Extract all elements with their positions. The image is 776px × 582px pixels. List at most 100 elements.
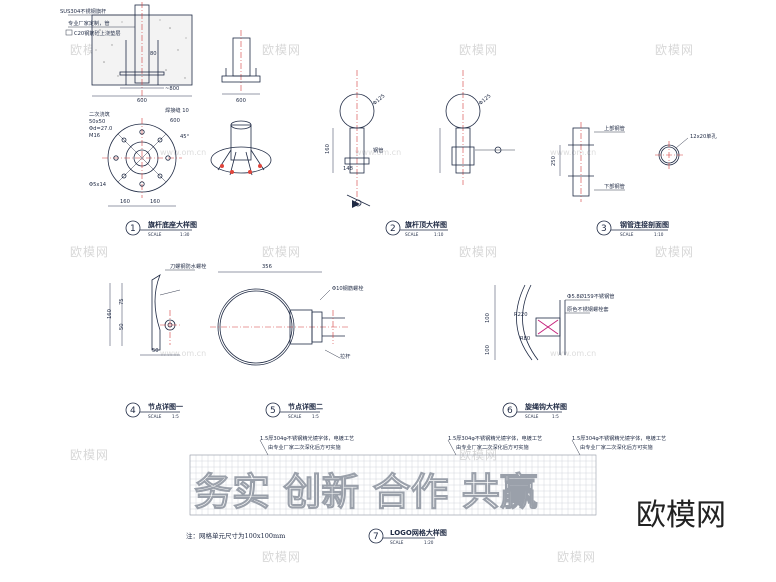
watermark-url: www.om.cn <box>160 148 206 157</box>
watermark: 欧模网 <box>459 245 498 259</box>
scale-value: 1:5 <box>172 414 179 419</box>
note-label: 由专业厂家二次深化后方可实施 <box>456 443 529 451</box>
watermark: 欧模网 <box>70 245 109 259</box>
detail-number: 1 <box>130 224 136 234</box>
title-block-1: 1 旗杆底座大样图 SCALE 1:30 <box>125 220 197 237</box>
scale-label: SCALE <box>405 232 419 237</box>
detail-title: 钢管连接剖面图 <box>620 220 669 229</box>
watermark: 欧模网 <box>557 550 596 564</box>
watermark-layer: 欧模网 欧模网 欧模网 欧模网 欧模网 欧模网 欧模网 欧模网 欧模网 欧模网 … <box>70 43 694 564</box>
detail-title: 旗杆底座大样图 <box>148 220 197 229</box>
dim-label: 250 <box>551 156 557 166</box>
watermark-url: www.om.cn <box>550 349 596 358</box>
note-label: 拉杆 <box>340 352 350 360</box>
dim-label: 148 <box>343 166 353 172</box>
detail-number: 6 <box>507 406 513 416</box>
scale-value: 1:5 <box>312 414 319 419</box>
dim-label: 160 <box>120 199 130 205</box>
note-label: Ф5.8Ø159不锈钢管 <box>567 292 614 300</box>
note-label: Φ125 <box>478 93 493 107</box>
detail-2-pole-top: 160 Φ125 钢管 148 Φ125 <box>325 70 515 208</box>
watermark: 欧模网 <box>459 43 498 57</box>
dim-label: 160 <box>107 309 113 319</box>
dim-label: 75 <box>119 298 125 305</box>
scale-value: 1:20 <box>424 540 434 545</box>
dim-label: 45° <box>180 134 190 140</box>
note-label: 专业厂家定制，管 <box>68 19 110 27</box>
scale-value: 1:30 <box>180 232 190 237</box>
dim-label: 50 <box>119 323 125 330</box>
note-label: 上部钢管 <box>604 124 625 132</box>
detail-3-pipe-connection: 250 上部钢管 下部钢管 12x20单孔 <box>551 122 717 202</box>
note-label: 原色不锈钢螺栓套 <box>567 305 609 313</box>
title-block-5: 5 节点详图二 SCALE 1:5 <box>265 402 323 419</box>
note-label: 二次浇筑 <box>89 110 111 118</box>
note-label: C20钢筋砼上浇垫层 <box>74 29 121 37</box>
detail-number: 4 <box>130 406 136 416</box>
dim-label: 160 <box>325 144 331 154</box>
logo-slogan: 务实 创新 合作 共赢 <box>194 470 538 514</box>
dim-label: R220 <box>514 312 528 318</box>
note-label: 1.5厚304φ不锈钢精光镜字体，电镀工艺 <box>448 434 542 442</box>
note-label: 刀螺钢防水螺栓 <box>170 262 207 270</box>
dim-label: 600 <box>170 118 180 124</box>
detail-1-flagpole-base: 600 ~800 焊接缝 10 SUS304不锈钢旗杆 专业厂家定制，管 C20… <box>60 2 272 207</box>
dim-label: 600 <box>137 98 147 104</box>
dim-label: 100 <box>485 345 491 355</box>
title-block-3: 3 钢管连接剖面图 SCALE 1:10 <box>596 220 669 237</box>
scale-label: SCALE <box>525 414 539 419</box>
dim-label: 600 <box>236 98 246 104</box>
dim-label: R80 <box>520 336 530 342</box>
note-label: 由专业厂家二次深化后方可实施 <box>580 443 653 451</box>
title-block-4: 4 节点详图一 SCALE 1:5 <box>125 402 183 419</box>
scale-label: SCALE <box>620 232 634 237</box>
scale-value: 1:10 <box>434 232 444 237</box>
detail-6-rope-hook: 100 100 R220 R80 Ф5.8Ø159不锈钢管 原色不锈钢螺栓套 <box>485 284 614 361</box>
dim-label: 50 <box>152 348 159 354</box>
watermark: 欧模网 <box>262 245 301 259</box>
dim-label: ~800 <box>165 86 179 92</box>
scale-label: SCALE <box>148 232 162 237</box>
detail-title: 旗杆顶大样图 <box>405 220 447 229</box>
note-label: Φd=27.0 <box>89 126 112 132</box>
watermark: 欧模网 <box>70 448 109 462</box>
title-block-6: 6 旋绳钩大样图 SCALE 1:5 <box>502 402 567 419</box>
detail-number: 5 <box>270 406 276 416</box>
detail-4-node-one: 刀螺钢防水螺栓 160 75 50 50 <box>107 262 207 356</box>
detail-number: 3 <box>601 224 607 234</box>
detail-title: 旋绳钩大样图 <box>524 402 567 411</box>
note-label: 50x50 <box>89 119 105 125</box>
detail-title: 节点详图一 <box>148 402 183 411</box>
watermark: 欧模网 <box>655 245 694 259</box>
scale-label: SCALE <box>148 414 162 419</box>
detail-title: LOGO网格大样图 <box>390 528 447 537</box>
scale-value: 1:10 <box>654 232 664 237</box>
scale-label: SCALE <box>390 540 404 545</box>
note-label: SUS304不锈钢旗杆 <box>60 7 106 15</box>
detail-title: 节点详图二 <box>288 402 323 411</box>
dim-label: 160 <box>150 199 160 205</box>
grid-note: 注：网格单元尺寸为100x100mm <box>186 531 285 540</box>
watermark: 欧模网 <box>262 550 301 564</box>
title-block-7: 7 LOGO网格大样图 SCALE 1:20 <box>368 528 447 545</box>
dim-label: 356 <box>262 264 272 270</box>
note-label: Φ125 <box>372 93 387 107</box>
note-label: Φ5x14 <box>89 182 107 188</box>
detail-number: 2 <box>390 224 396 234</box>
dim-label: 80 <box>150 51 157 57</box>
note-label: 12x20单孔 <box>690 132 717 140</box>
note-label: 由专业厂家二次深化后方可实施 <box>268 443 341 451</box>
note-label: 1.5厚304φ不锈钢精光镜字体，电镀工艺 <box>260 434 354 442</box>
watermark-url: www.om.cn <box>160 349 206 358</box>
note-label: 钢管 <box>373 146 383 154</box>
brand-logo: 欧模网 <box>636 498 726 533</box>
scale-value: 1:5 <box>552 414 559 419</box>
title-block-2: 2 旗杆顶大样图 SCALE 1:10 <box>385 220 448 237</box>
watermark: 欧模网 <box>655 43 694 57</box>
note-label: M16 <box>89 133 100 139</box>
detail-5-node-two: 356 Φ10钢筋螺栓 拉杆 <box>210 264 364 366</box>
note-label: 焊接缝 10 <box>165 106 189 114</box>
note-label: 下部钢管 <box>604 182 625 190</box>
scale-label: SCALE <box>288 414 302 419</box>
